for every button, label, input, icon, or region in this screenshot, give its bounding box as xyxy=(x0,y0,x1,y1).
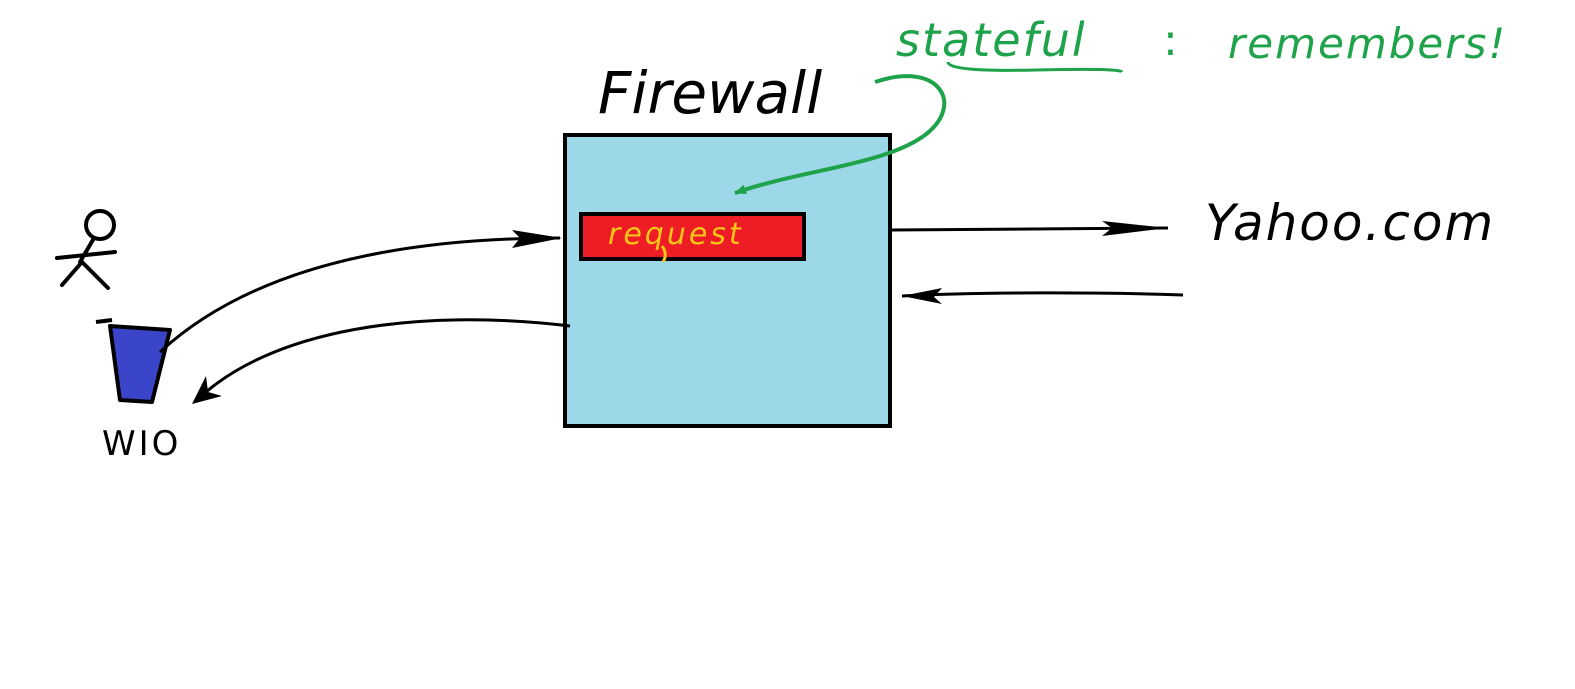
annotation-separator: : xyxy=(1163,15,1178,66)
client-device xyxy=(108,324,172,404)
client-device-tick xyxy=(95,318,113,324)
client-request-arrow xyxy=(158,236,561,354)
request-label: request xyxy=(608,217,744,252)
firewall-box xyxy=(563,133,892,428)
client-label: WIO xyxy=(102,424,181,464)
annotation-word: stateful xyxy=(896,13,1087,67)
annotation-underline xyxy=(946,61,1124,74)
client-response-arrow xyxy=(193,318,571,404)
client-response-arrowhead xyxy=(192,376,222,404)
request-box xyxy=(579,212,806,261)
inbound-arrow xyxy=(901,291,1184,298)
outbound-arrowhead xyxy=(1102,221,1168,236)
annotation-note: remembers! xyxy=(1228,19,1507,68)
request-underline-stroke xyxy=(660,245,667,263)
inbound-arrowhead xyxy=(902,288,942,304)
user-figure xyxy=(55,209,117,290)
client-request-arrowhead xyxy=(512,230,562,248)
firewall-label: Firewall xyxy=(598,59,822,127)
annotation-arrow xyxy=(734,74,947,195)
destination-label: Yahoo.com xyxy=(1205,194,1495,252)
